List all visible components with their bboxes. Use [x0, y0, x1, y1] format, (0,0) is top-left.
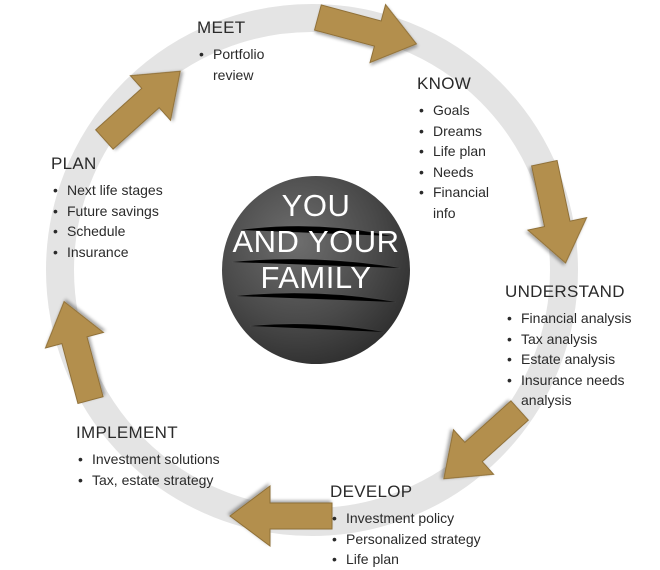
stage-implement-list: Investment solutions Tax, estate strateg… — [76, 449, 246, 490]
center-title: YOU AND YOUR FAMILY — [222, 188, 410, 296]
stage-plan-title: PLAN — [51, 154, 97, 173]
list-item: Estate analysis — [505, 349, 655, 370]
center-circle — [222, 176, 410, 364]
list-item: Future savings — [51, 201, 201, 222]
stage-meet-list: Portfolio review — [197, 44, 307, 85]
list-item: Life plan — [330, 549, 500, 570]
stage-know-title: KNOW — [417, 74, 472, 93]
stage-understand-list: Financial analysis Tax analysis Estate a… — [505, 308, 655, 411]
stage-develop: DEVELOP Investment policy Personalized s… — [330, 482, 500, 570]
list-item: Tax, estate strategy — [76, 470, 246, 491]
list-item: Next life stages — [51, 180, 201, 201]
list-item: Financial info — [417, 182, 495, 223]
list-item: Goals — [417, 100, 507, 121]
stage-develop-title: DEVELOP — [330, 482, 413, 501]
stage-know-list: Goals Dreams Life plan Needs Financial i… — [417, 100, 507, 223]
stage-understand: UNDERSTAND Financial analysis Tax analys… — [505, 282, 655, 411]
stage-meet: MEET Portfolio review — [197, 18, 307, 85]
stage-implement-title: IMPLEMENT — [76, 423, 178, 442]
list-item: Investment policy — [330, 508, 500, 529]
list-item: Schedule — [51, 221, 201, 242]
center-line-3: FAMILY — [260, 260, 372, 295]
list-item: Personalized strategy — [330, 529, 500, 550]
center-texture — [231, 225, 401, 333]
arrow-develop-to-implement — [229, 485, 333, 547]
stage-implement: IMPLEMENT Investment solutions Tax, esta… — [76, 423, 246, 490]
stage-develop-list: Investment policy Personalized strategy … — [330, 508, 500, 570]
list-item: Insurance needs analysis — [505, 370, 635, 411]
list-item: Needs — [417, 162, 507, 183]
list-item: Financial analysis — [505, 308, 655, 329]
center-line-1: YOU — [281, 188, 351, 223]
stage-meet-title: MEET — [197, 18, 246, 37]
stage-plan-list: Next life stages Future savings Schedule… — [51, 180, 201, 262]
arrow-plan-to-meet — [94, 70, 181, 150]
arrow-meet-to-know — [313, 3, 418, 64]
list-item: Insurance — [51, 242, 201, 263]
list-item: Tax analysis — [505, 329, 655, 350]
list-item: Portfolio review — [197, 44, 283, 85]
stage-understand-title: UNDERSTAND — [505, 282, 625, 301]
stage-know: KNOW Goals Dreams Life plan Needs Financ… — [417, 74, 507, 223]
list-item: Investment solutions — [76, 449, 246, 470]
stage-plan: PLAN Next life stages Future savings Sch… — [51, 154, 201, 262]
arrow-implement-to-plan — [44, 300, 105, 405]
list-item: Life plan — [417, 141, 507, 162]
center-line-2: AND YOUR — [232, 224, 400, 259]
arrow-understand-to-develop — [443, 400, 530, 480]
arrow-know-to-understand — [526, 159, 588, 264]
list-item: Dreams — [417, 121, 507, 142]
